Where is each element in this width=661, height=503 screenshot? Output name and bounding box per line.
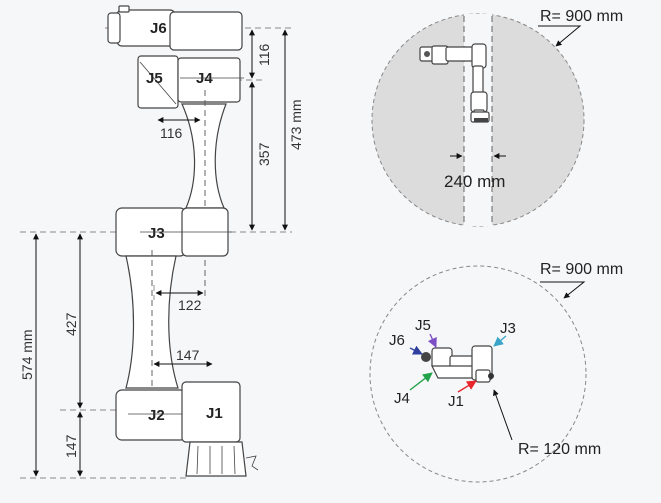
base-pedestal (185, 441, 247, 477)
base-ridge-1 (196, 445, 199, 475)
j2-label: J2 (148, 407, 165, 424)
bottom-robot-j6 (421, 352, 431, 362)
top-workspace-view: 240 mm R= 900 mm (371, 8, 623, 227)
top-robot-base-dark (474, 118, 488, 122)
bottom-robot-j5 (431, 347, 453, 369)
dim-116-side-text: 116 (160, 125, 183, 141)
bottom-j4-label: J4 (394, 390, 410, 407)
j3-label: J3 (148, 225, 165, 242)
dim-357-text: 357 (256, 142, 272, 166)
bottom-rotation-view: J6 J5 J3 J4 J1 R= 120 mm R= 900 mm (369, 261, 623, 483)
bottom-inner-radius-leader (493, 389, 513, 441)
j5-diagonal (139, 61, 177, 105)
j4-label: J4 (196, 70, 213, 87)
bottom-radius-text: R= 900 mm (540, 261, 623, 278)
bottom-j6-arrow (409, 345, 423, 355)
bottom-j5-arrow (427, 333, 437, 348)
dim-147-horizontal-text: 147 (176, 347, 200, 363)
dim-147-vertical-text: 147 (63, 434, 79, 458)
bottom-j5-label: J5 (415, 317, 431, 334)
dim-427-text: 427 (63, 312, 79, 336)
base-cable (245, 455, 259, 471)
j6-flange (107, 12, 121, 44)
j5-label: J5 (146, 70, 163, 87)
bottom-j6-label: J6 (389, 332, 405, 349)
top-robot-j4 (471, 43, 487, 69)
j4-body (177, 57, 241, 103)
top-robot-forearm (472, 65, 484, 95)
dim-116-top-text: 116 (256, 43, 272, 66)
dim-574-text: 574 mm (19, 329, 35, 380)
bottom-j3-label: J3 (500, 320, 516, 337)
bottom-robot-base (475, 369, 491, 383)
j6-label: J6 (150, 20, 167, 37)
top-radius-leader (538, 25, 582, 47)
top-240-text: 240 mm (444, 172, 505, 191)
dim-473-text: 473 mm (288, 99, 304, 150)
j6-cap (118, 5, 130, 13)
base-ridge-4 (233, 445, 236, 475)
bottom-j1-label: J1 (448, 393, 464, 410)
bottom-inner-radius-text: R= 120 mm (518, 441, 601, 458)
bottom-j3-arrow (493, 335, 507, 347)
dim-122-text: 122 (178, 297, 202, 313)
bottom-j1-arrow (457, 380, 477, 393)
top-robot-j3 (470, 91, 488, 113)
bottom-robot-j4 (431, 365, 479, 379)
bottom-workspace-circle (369, 265, 587, 483)
bottom-radius-leader (540, 281, 586, 299)
top-radius-text: R= 900 mm (540, 8, 623, 25)
bottom-j4-arrow (409, 372, 433, 391)
j1-label: J1 (206, 405, 223, 422)
side-view: J6 J5 J4 J3 J2 J1 116 (19, 5, 304, 479)
top-robot-j6-dot (424, 51, 430, 57)
j6-link (169, 11, 243, 51)
bottom-robot-base-dot (488, 373, 494, 379)
